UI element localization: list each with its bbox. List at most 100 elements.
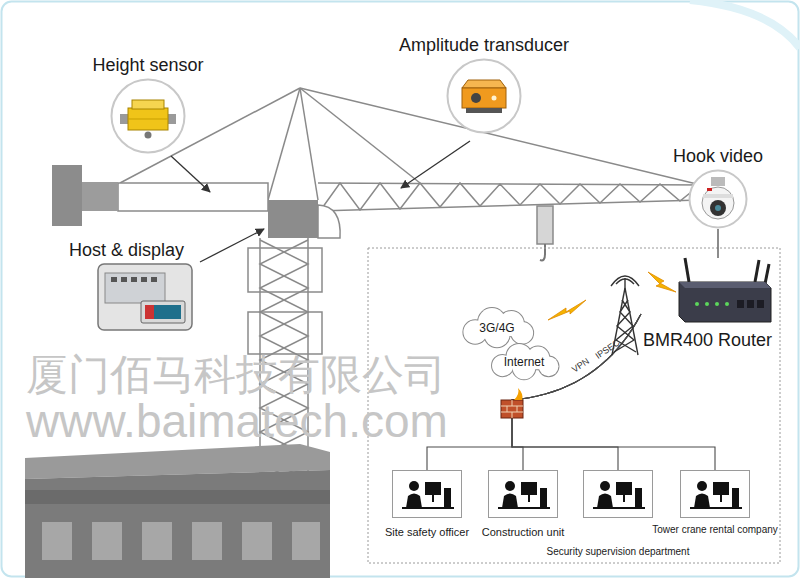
camera-icon (703, 194, 733, 198)
device-icon (462, 80, 506, 88)
device-icon (128, 119, 168, 120)
pc-shape (528, 495, 530, 502)
device-icon (145, 305, 181, 319)
crane (318, 200, 700, 211)
crane-cab (268, 200, 318, 238)
crane (537, 206, 553, 244)
device-icon (141, 277, 147, 282)
pc-shape (505, 481, 515, 491)
node-label: Site safety officer (384, 526, 470, 539)
camera-icon (711, 177, 725, 186)
firewall-icon (514, 388, 523, 400)
pc-shape (600, 481, 610, 491)
node-label: Height sensor (92, 55, 205, 76)
radio-tower (616, 279, 634, 284)
text-block: 3G/4G (479, 322, 516, 336)
pc-shape (521, 482, 537, 495)
lightning-bolt (548, 300, 586, 320)
pc-shape (713, 482, 729, 495)
text-block: Site safety officer (384, 526, 470, 539)
camera-icon (715, 205, 721, 211)
leader-arrow (171, 156, 210, 192)
building (242, 522, 272, 560)
node-label: Tower crane rental company (652, 524, 779, 536)
device-icon (132, 100, 164, 109)
pc-shape (732, 488, 739, 508)
text-block: Height sensor (92, 55, 205, 76)
cloud-outline (492, 344, 558, 379)
firewall-icon (507, 406, 508, 412)
router-shape (715, 302, 719, 306)
firewall-icon (501, 400, 523, 418)
camera-icon (702, 177, 734, 219)
firewall-icon (512, 400, 513, 406)
leader-arrow (171, 141, 470, 262)
pc-shape (694, 494, 710, 509)
firewall-icon (501, 388, 523, 418)
user-terminal: Construction unit (481, 470, 565, 539)
panel-shape (97, 263, 193, 331)
router-shape (725, 302, 729, 306)
pc-shape (697, 481, 707, 491)
camera-icon (710, 200, 726, 216)
router-shape (765, 264, 769, 284)
node-label: BMR400 Router (641, 330, 772, 351)
crane (540, 244, 545, 260)
pc-shape (444, 488, 451, 508)
corner-swoosh (690, 0, 800, 48)
pc-shape (720, 495, 722, 502)
pc-shape (392, 470, 462, 518)
router-shape (679, 282, 771, 322)
pc-shape (488, 470, 558, 518)
pc-shape (489, 471, 558, 518)
user-terminal: Site safety officer (384, 470, 470, 539)
node-label: 3G/4G (479, 322, 516, 336)
camera-icon (702, 187, 734, 219)
node-label: Internet (503, 356, 545, 370)
device-icon (105, 273, 185, 323)
watermark: www.baimatech.com (26, 396, 448, 447)
building (25, 490, 330, 504)
pc-shape (584, 471, 653, 518)
device-icon (141, 301, 185, 323)
camera-callout: Hook video (672, 146, 764, 229)
device-icon (128, 108, 168, 130)
router-shape (677, 258, 772, 328)
circle-shape (448, 60, 521, 133)
building (192, 522, 222, 560)
radio-tower (611, 276, 639, 286)
device-icon (145, 305, 154, 319)
user-terminal: Tower crane rental company (652, 470, 779, 536)
building (292, 522, 320, 560)
text-block: BMR400 Router (641, 330, 772, 351)
device-icon (105, 273, 165, 303)
router-shape (705, 302, 709, 306)
crane (268, 88, 300, 200)
node-label: Security supervision department (546, 546, 690, 558)
network-cloud: Internet (483, 342, 565, 380)
text-block: Tower crane rental company (652, 524, 779, 536)
text-block: Amplitude transducer (398, 35, 570, 56)
pc-shape (681, 471, 750, 518)
crane (248, 312, 322, 354)
circle-shape (446, 58, 522, 134)
crane (318, 183, 705, 185)
pc-shape (498, 507, 550, 509)
crane (300, 88, 318, 200)
device-icon (121, 277, 127, 282)
cloud-fill (463, 308, 533, 347)
leader-arrow (200, 229, 264, 262)
device-icon (111, 277, 117, 282)
node-label: Host & display (68, 240, 185, 261)
router-shape (755, 260, 759, 282)
router-shape (757, 300, 764, 308)
crane (118, 183, 268, 211)
text-block: Hook video (672, 146, 764, 167)
router-shape (737, 300, 744, 308)
user-terminal: Security supervision department (546, 470, 690, 558)
crane (248, 248, 322, 292)
building (142, 522, 172, 560)
